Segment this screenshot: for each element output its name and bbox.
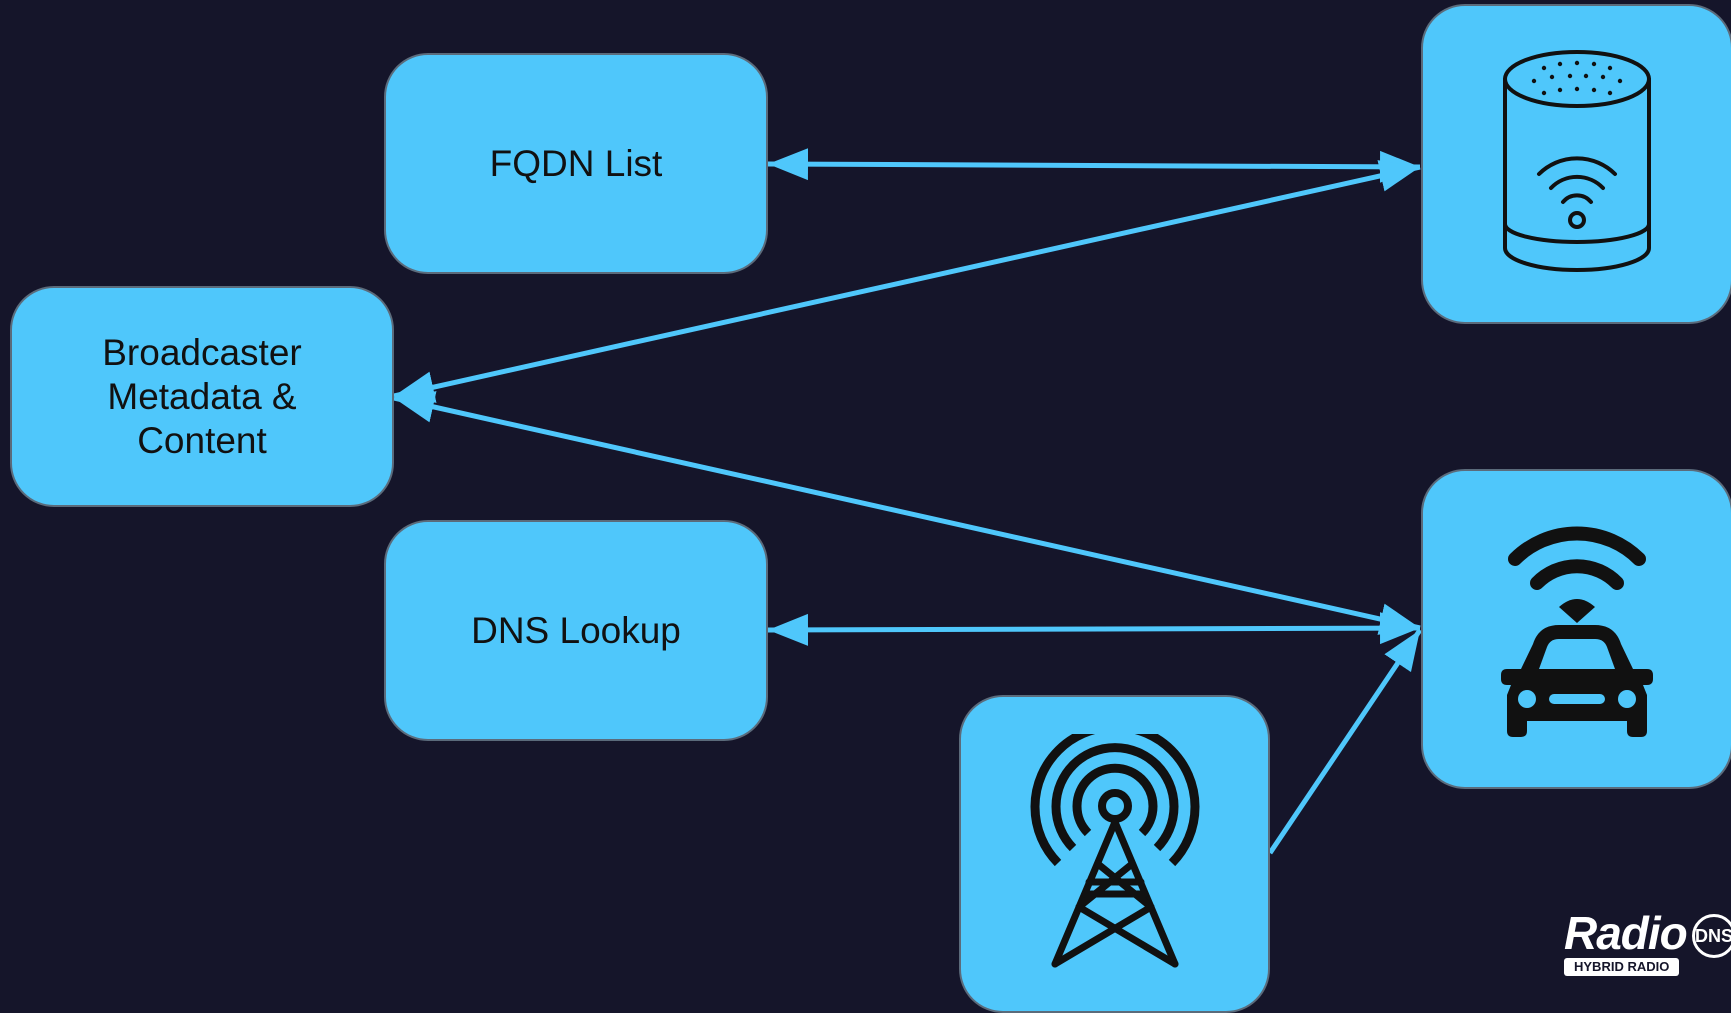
broadcaster-label: Broadcaster Metadata & Content: [102, 331, 302, 463]
broadcast-tower-icon: [1030, 734, 1199, 968]
broadcaster-label-line-1: Broadcaster: [102, 331, 302, 373]
fqdn-list-node[interactable]: FQDN List: [384, 53, 768, 274]
broadcaster-label-line-3: Content: [137, 419, 267, 461]
fqdn-list-label: FQDN List: [489, 142, 663, 184]
radiodns-logo: Radio DNS HYBRID RADIO: [1562, 908, 1731, 980]
broadcast-tower-node[interactable]: [959, 695, 1270, 1013]
logo-dns-badge: DNS: [1692, 914, 1731, 958]
connector-dns-car: [767, 612, 1421, 646]
logo-tagline: HYBRID RADIO: [1564, 958, 1680, 976]
dns-lookup-node[interactable]: DNS Lookup: [384, 520, 768, 741]
broadcaster-label-line-2: Metadata &: [107, 375, 297, 417]
connector-fqdn-speaker: [767, 148, 1421, 183]
logo-wordmark: Radio: [1564, 907, 1688, 959]
dns-lookup-label: DNS Lookup: [471, 609, 681, 651]
smart-speaker-node[interactable]: [1421, 4, 1731, 324]
broadcaster-node[interactable]: Broadcaster Metadata & Content: [10, 286, 394, 507]
connector-tower-car: [1267, 628, 1423, 855]
connected-car-node[interactable]: [1421, 469, 1731, 789]
smart-speaker-icon: [1503, 50, 1651, 272]
connected-car-icon: [1501, 526, 1653, 737]
